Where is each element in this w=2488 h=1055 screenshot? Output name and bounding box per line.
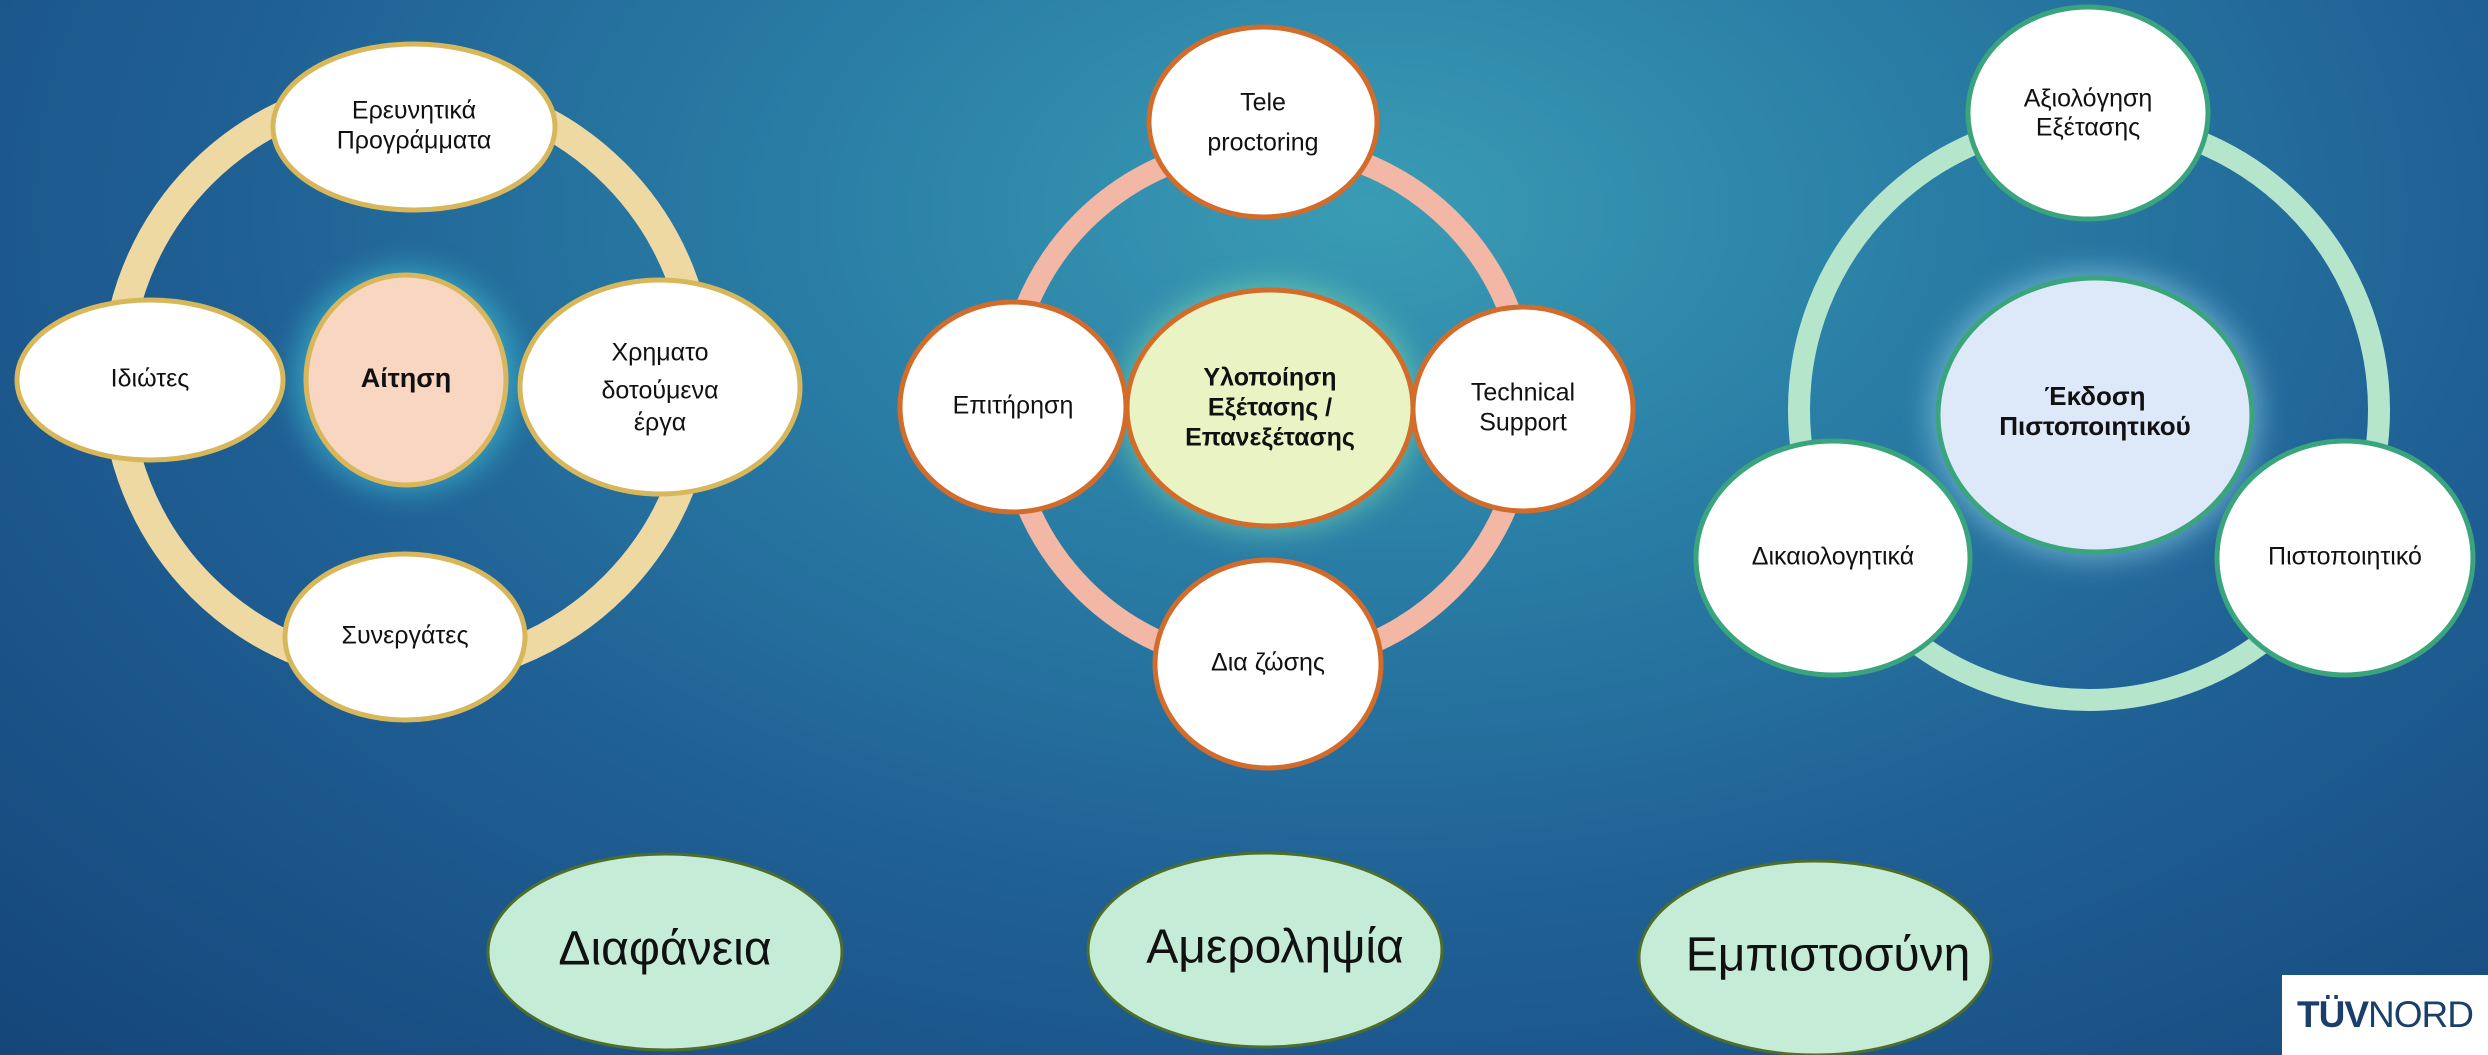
node-label: Εξέτασης	[2036, 114, 2140, 142]
node-label: Συνεργάτες	[341, 622, 468, 650]
center-node-certificate	[1935, 275, 2255, 555]
node-documents	[1693, 438, 1973, 678]
node-label: Προγράμματα	[337, 127, 492, 155]
value-transparency	[486, 852, 844, 1052]
node-label: Tele	[1240, 89, 1286, 117]
center-label: Επανεξέτασης	[1185, 424, 1355, 452]
node-label: Αξιολόγηση	[2024, 85, 2153, 113]
value-label: Διαφάνεια	[558, 923, 771, 976]
logo-part-nord: NORD	[2368, 994, 2474, 1035]
node-label: έργα	[634, 409, 686, 437]
node-label: Χρηματο	[611, 339, 708, 367]
center-label: Υλοποίηση	[1203, 364, 1336, 392]
node-label: Επιτήρηση	[953, 392, 1074, 420]
values-row: Διαφάνεια Αμεροληψία Εμπιστοσύνη	[486, 851, 1993, 1055]
center-label: Πιστοποιητικού	[1999, 411, 2190, 441]
node-label: δοτούμενα	[601, 377, 718, 405]
node-label: Δικαιολογητικά	[1752, 543, 1914, 571]
node-label: Technical	[1471, 379, 1575, 407]
node-label: Ερευνητικά	[352, 97, 476, 125]
node-supervision	[897, 299, 1129, 515]
node-label: Ιδιώτες	[111, 365, 190, 393]
node-technical-support	[1410, 304, 1636, 514]
value-impartiality	[1086, 851, 1444, 1049]
node-funded-projects	[517, 277, 803, 497]
node-research-programs	[270, 41, 558, 213]
center-node-application	[303, 272, 509, 488]
node-label: Support	[1479, 409, 1567, 437]
node-individuals	[14, 297, 286, 463]
node-certificate	[2214, 438, 2476, 678]
value-label: Εμπιστοσύνη	[1686, 929, 1971, 982]
cluster-application: Αίτηση Ερευνητικά Προγράμματα Χρηματο δο…	[14, 41, 803, 723]
center-label: Αίτηση	[361, 363, 452, 393]
node-label: Πιστοποιητικό	[2268, 543, 2422, 571]
value-trust	[1637, 859, 1993, 1055]
center-label: Έκδοση	[2044, 381, 2145, 411]
node-partners	[282, 551, 528, 723]
logo-part-tuv: TÜV	[2297, 994, 2369, 1035]
cluster-exam: Υλοποίηση Εξέτασης / Επανεξέτασης Tele p…	[897, 24, 1636, 771]
node-teleproctoring	[1146, 24, 1380, 220]
value-label: Αμεροληψία	[1146, 921, 1403, 974]
node-label: proctoring	[1207, 129, 1318, 157]
node-label: Δια ζώσης	[1211, 649, 1325, 677]
node-exam-evaluation	[1965, 4, 2211, 222]
node-in-person	[1152, 557, 1384, 771]
center-label: Εξέτασης /	[1208, 394, 1332, 422]
cluster-certificate: Έκδοση Πιστοποιητικού Αξιολόγηση Εξέταση…	[1693, 4, 2476, 711]
